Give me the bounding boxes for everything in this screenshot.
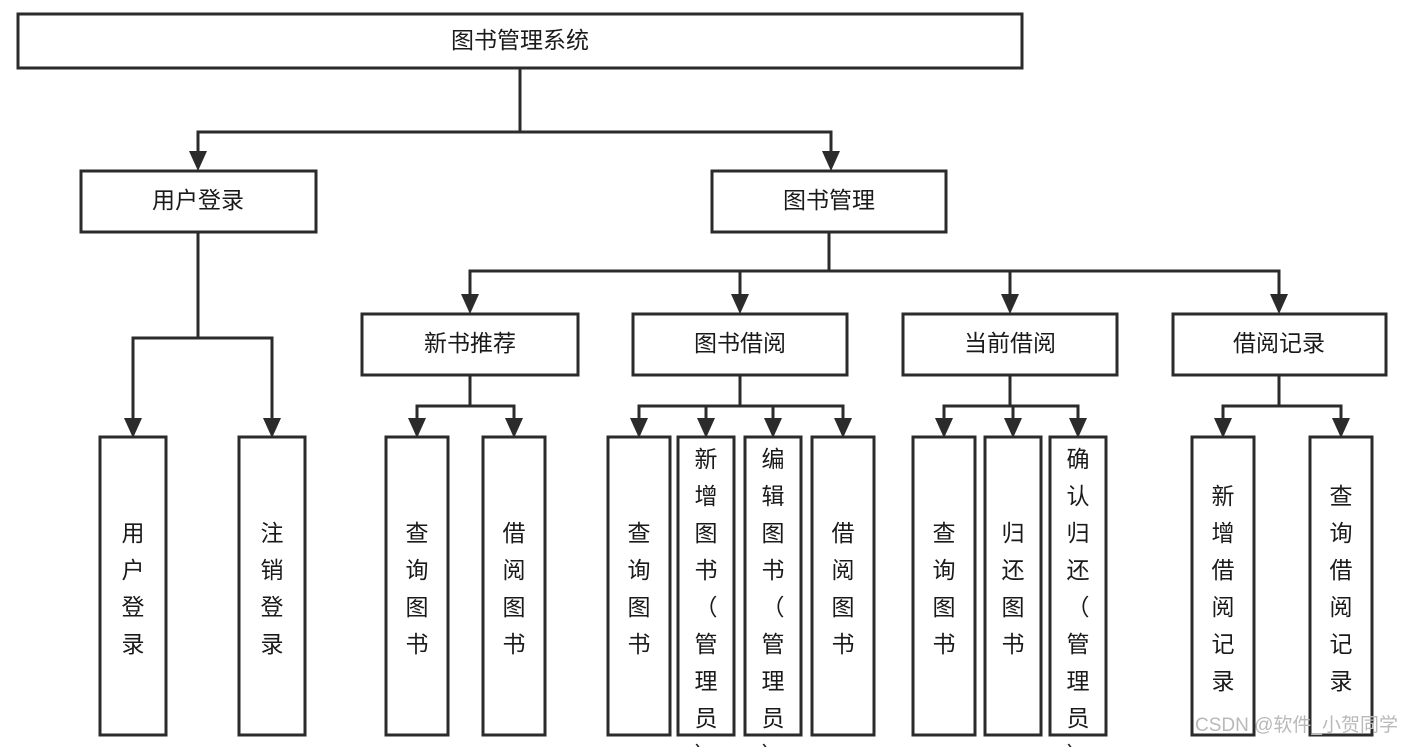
arrow-to-leaf-return-book (1004, 418, 1022, 438)
node-book-borrow-label: 图书借阅 (694, 330, 786, 356)
node-leaf-query-book-current[interactable]: 查询图书 (911, 435, 977, 737)
arrow-to-new-book-rec (461, 294, 479, 314)
node-box (237, 435, 307, 737)
arrow-to-current-borrow (1001, 294, 1019, 314)
node-leaf-confirm-return-label: 确认归还（管理员） (1067, 446, 1090, 747)
node-leaf-query-book-current-label: 查询图书 (933, 520, 956, 657)
node-box (676, 435, 736, 737)
node-leaf-return-book[interactable]: 归还图书 (983, 435, 1043, 737)
node-leaf-edit-book-label: 编辑图书（管理员） (762, 446, 785, 747)
node-box (983, 435, 1043, 737)
node-leaf-query-record[interactable]: 查询借阅记录 (1308, 435, 1374, 737)
node-box (481, 435, 547, 737)
watermark-label: CSDN @软件_小贺同学 (1195, 714, 1398, 736)
node-box (911, 435, 977, 737)
arrow-to-borrow-record (1270, 294, 1288, 314)
node-leaf-user-login-label: 用户登录 (122, 520, 145, 657)
node-leaf-confirm-return[interactable]: 确认归还（管理员） (1048, 435, 1108, 747)
node-leaf-logout[interactable]: 注销登录 (237, 435, 307, 737)
node-borrow-record[interactable]: 借阅记录 (1171, 312, 1388, 377)
arrow-to-leaf-query-record (1332, 418, 1350, 438)
arrow-to-leaf-user-login (124, 418, 142, 438)
connector-new-book-rec-to-leaves (408, 373, 523, 438)
node-leaf-query-book-rec[interactable]: 查询图书 (384, 435, 450, 737)
node-box (98, 435, 168, 737)
arrow-to-leaf-query-book-borrow (630, 418, 648, 438)
connector-root-to-level2 (189, 66, 840, 171)
connector-current-borrow-to-leaves (935, 373, 1087, 438)
node-box (606, 435, 672, 737)
connector-borrow-record-to-leaves (1214, 373, 1350, 438)
arrow-to-book-manage (822, 151, 840, 171)
node-new-book-rec[interactable]: 新书推荐 (360, 312, 580, 377)
arrow-to-leaf-query-book-rec (408, 418, 426, 438)
arrow-to-leaf-edit-book (764, 418, 782, 438)
connector-book-manage-to-level3 (461, 230, 1288, 314)
connector-book-borrow-to-leaves (630, 373, 852, 438)
node-current-borrow-label: 当前借阅 (964, 330, 1056, 356)
node-box (1308, 435, 1374, 737)
arrow-to-user-login (189, 151, 207, 171)
node-leaf-borrow-book-rec-label: 借阅图书 (503, 520, 526, 657)
node-book-borrow[interactable]: 图书借阅 (631, 312, 849, 377)
node-leaf-query-book-borrow[interactable]: 查询图书 (606, 435, 672, 737)
node-box (384, 435, 450, 737)
node-leaf-query-book-rec-label: 查询图书 (406, 520, 429, 657)
node-leaf-borrow-book-rec[interactable]: 借阅图书 (481, 435, 547, 737)
node-root-label: 图书管理系统 (451, 27, 589, 53)
node-leaf-user-login[interactable]: 用户登录 (98, 435, 168, 737)
node-leaf-return-book-label: 归还图书 (1002, 520, 1025, 657)
node-box (810, 435, 876, 737)
node-leaf-borrow-book-label: 借阅图书 (832, 520, 855, 657)
node-leaf-borrow-book[interactable]: 借阅图书 (810, 435, 876, 737)
node-leaf-add-book[interactable]: 新增图书（管理员） (676, 435, 736, 747)
node-leaf-logout-label: 注销登录 (261, 520, 284, 657)
arrow-to-leaf-query-book-current (935, 418, 953, 438)
arrow-to-leaf-borrow-book (834, 418, 852, 438)
node-box (743, 435, 803, 737)
arrow-to-leaf-borrow-book-rec (505, 418, 523, 438)
node-leaf-add-record-label: 新增借阅记录 (1212, 483, 1235, 694)
node-leaf-query-book-borrow-label: 查询图书 (628, 520, 651, 657)
node-user-login[interactable]: 用户登录 (79, 169, 318, 234)
node-box (1190, 435, 1256, 737)
node-leaf-add-record[interactable]: 新增借阅记录 (1190, 435, 1256, 737)
node-new-book-rec-label: 新书推荐 (424, 330, 516, 356)
node-book-manage[interactable]: 图书管理 (710, 169, 948, 234)
node-user-login-label: 用户登录 (152, 187, 244, 213)
node-leaf-edit-book[interactable]: 编辑图书（管理员） (743, 435, 803, 747)
connector-user-login-to-leaves (124, 230, 281, 438)
node-current-borrow[interactable]: 当前借阅 (901, 312, 1119, 377)
node-box (1048, 435, 1108, 737)
arrow-to-leaf-confirm-return (1069, 418, 1087, 438)
node-root[interactable]: 图书管理系统 (16, 12, 1024, 70)
arrow-to-leaf-add-book (697, 418, 715, 438)
node-leaf-add-book-label: 新增图书（管理员） (695, 446, 718, 747)
node-borrow-record-label: 借阅记录 (1233, 330, 1325, 356)
arrow-to-book-borrow (731, 294, 749, 314)
arrow-to-leaf-add-record (1214, 418, 1232, 438)
arrow-to-leaf-logout (263, 418, 281, 438)
node-leaf-query-record-label: 查询借阅记录 (1330, 483, 1353, 694)
node-book-manage-label: 图书管理 (783, 187, 875, 213)
leaf-node-layer: 用户登录 注销登录 查询图书 借阅图书 查询图书 新增图书（管理员） 编辑图书（管理员） 借阅… (98, 435, 1374, 747)
